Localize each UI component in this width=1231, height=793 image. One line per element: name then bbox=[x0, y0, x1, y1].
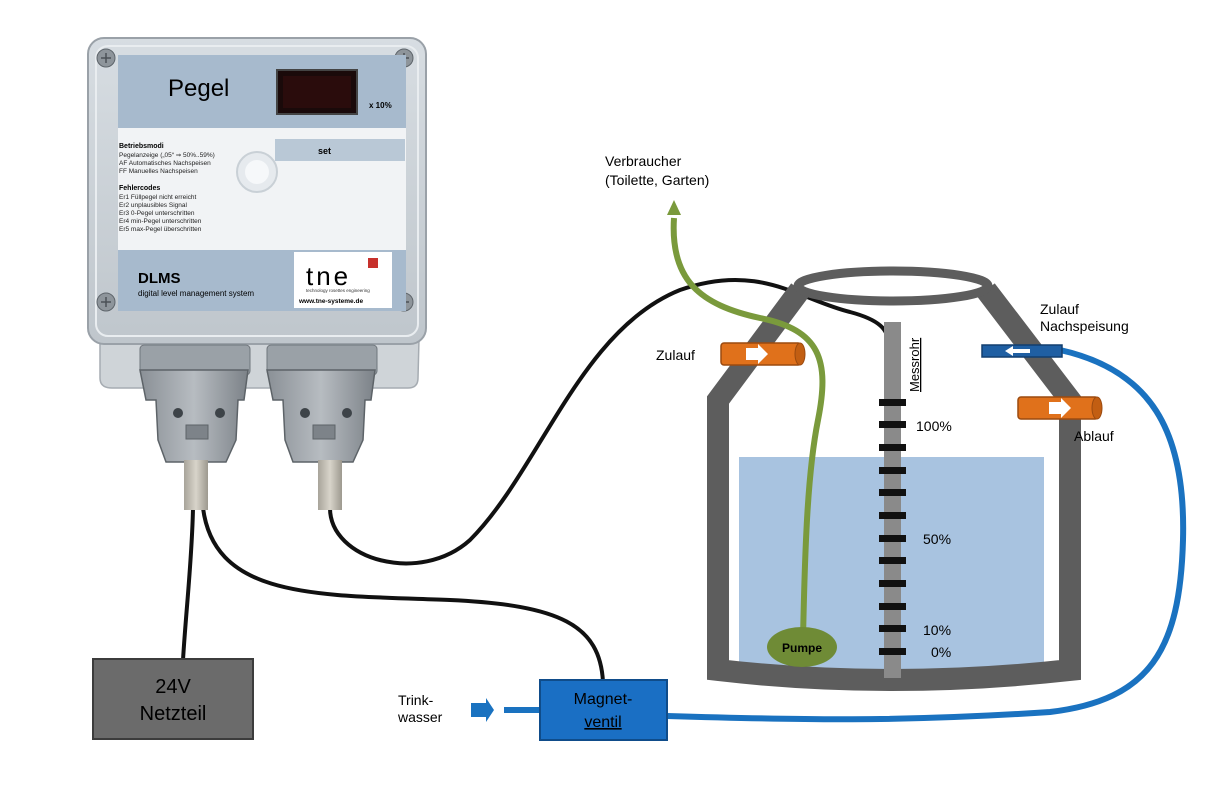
tank-pipes: Zulauf Ablauf Zulauf Nachspeisung bbox=[656, 301, 1129, 444]
tube-scale-marks bbox=[879, 399, 906, 655]
cable-to-power-supply bbox=[181, 506, 195, 662]
scale-label-0: 0% bbox=[931, 644, 951, 660]
error-line: Er4 min-Pegel unterschritten bbox=[119, 218, 202, 225]
arrow-left-icon bbox=[1005, 346, 1030, 356]
signal-cables bbox=[181, 278, 890, 684]
power-supply-line2: Netzteil bbox=[140, 703, 207, 725]
set-button-label: set bbox=[318, 146, 331, 156]
logo-text: tne bbox=[306, 261, 351, 291]
consumer-pipe: Pumpe Verbraucher (Toilette, Garten) bbox=[605, 153, 837, 667]
cable-to-level-tube bbox=[328, 278, 890, 566]
scale-label-10: 10% bbox=[923, 622, 951, 638]
website: www.tne-systeme.de bbox=[298, 298, 363, 305]
dlms-controller: Pegel x 10% set Betriebsmodi Pegelanzeig… bbox=[87, 37, 427, 389]
product-subtitle: digital level management system bbox=[138, 289, 254, 298]
water-input-line2: wasser bbox=[397, 709, 443, 725]
pump-label: Pumpe bbox=[782, 641, 822, 655]
sub-d-connectors bbox=[139, 344, 378, 510]
power-supply-line1: 24V bbox=[155, 676, 191, 698]
set-button-area[interactable] bbox=[275, 139, 405, 161]
outlet-label: Ablauf bbox=[1074, 428, 1114, 444]
cable-to-valve bbox=[201, 506, 605, 684]
product-name: DLMS bbox=[138, 270, 181, 287]
mode-line: Pegelanzeige („05“ ⇒ 50%..59%) bbox=[119, 152, 215, 159]
water-tank: Messrohr 100% 50% 10% 0% bbox=[707, 266, 1081, 691]
water-input-line1: Trink- bbox=[398, 692, 434, 708]
refill-inlet-line2: Nachspeisung bbox=[1040, 318, 1129, 334]
arrow-up-icon bbox=[667, 200, 681, 215]
inlet-label: Zulauf bbox=[656, 347, 695, 363]
error-line: Er3 0-Pegel unterschritten bbox=[119, 210, 195, 217]
tank-opening bbox=[793, 266, 993, 306]
magnet-valve: Magnet- ventil bbox=[539, 679, 668, 741]
consumer-line2: (Toilette, Garten) bbox=[605, 172, 709, 188]
scale-label-100: 100% bbox=[916, 418, 952, 434]
modes-heading: Betriebsmodi bbox=[119, 143, 164, 150]
logo-tagline: technology rosettes engineering bbox=[306, 288, 370, 293]
display-unit: x 10% bbox=[369, 101, 392, 110]
arrow-right-icon bbox=[746, 344, 768, 364]
mode-line: AF Automatisches Nachspeisen bbox=[119, 160, 211, 167]
refill-inlet-line1: Zulauf bbox=[1040, 301, 1079, 317]
errors-heading: Fehlercodes bbox=[119, 185, 160, 192]
fresh-water-pipe: Trink- wasser bbox=[397, 344, 1187, 725]
valve-line1: Magnet- bbox=[574, 691, 633, 708]
arrow-right-icon bbox=[1049, 398, 1071, 418]
mode-line: FF Manuelles Nachspeisen bbox=[119, 168, 198, 175]
consumer-line1: Verbraucher bbox=[605, 153, 682, 169]
pump bbox=[767, 627, 837, 667]
measuring-tube bbox=[884, 322, 901, 678]
error-line: Er2 unplausibles Signal bbox=[119, 202, 187, 209]
error-line: Er5 max-Pegel überschritten bbox=[119, 226, 202, 233]
tube-label: Messrohr bbox=[907, 337, 922, 392]
valve-line2: ventil bbox=[584, 714, 621, 731]
scale-label-50: 50% bbox=[923, 531, 951, 547]
error-line: Er1 Füllpegel nicht erreicht bbox=[119, 194, 197, 201]
device-title: Pegel bbox=[168, 75, 229, 102]
arrow-right-icon bbox=[471, 698, 494, 722]
power-supply: 24V Netzteil bbox=[92, 658, 254, 740]
